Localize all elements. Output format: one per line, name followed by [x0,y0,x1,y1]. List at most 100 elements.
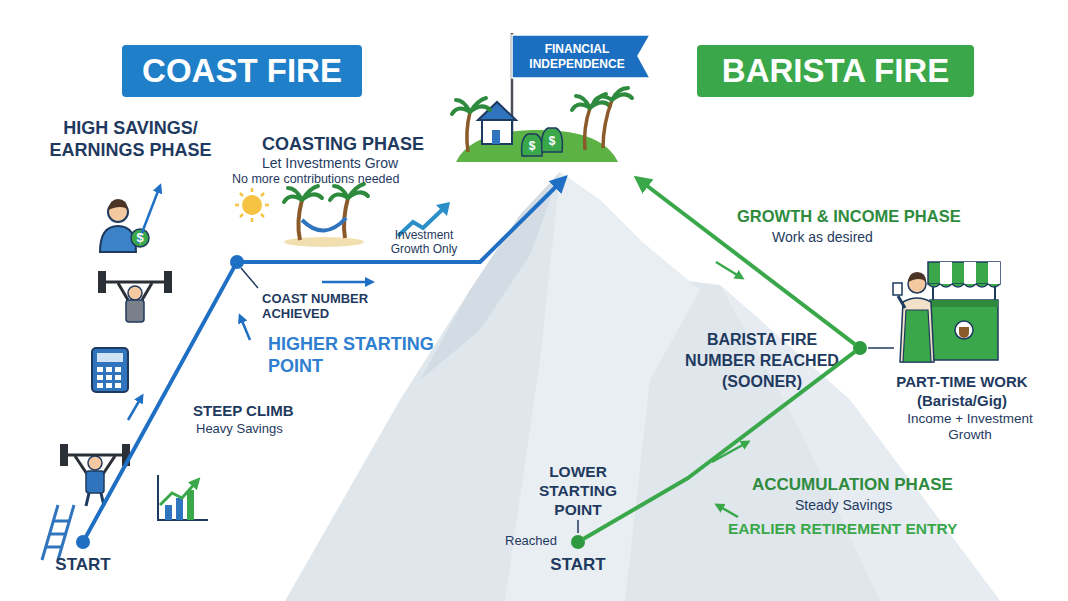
flag-text: FINANCIAL INDEPENDENCE [514,42,640,72]
barista-stand [959,327,969,338]
phase-heading: GROWTH & INCOME PHASE [737,206,1007,226]
path-connector [639,180,854,344]
direction-arrow [716,262,742,278]
start-note: LOWER STARTING POINT [528,462,628,519]
barista-stand [903,310,931,362]
summit-island [603,100,612,148]
weightlifter-icon [60,444,68,466]
title-badge: COAST FIRE [122,45,362,97]
weightlifter-icon [101,493,104,506]
weightlifter-icon [122,444,130,466]
badge-text: COAST FIRE [122,45,362,97]
barista-stand [898,296,905,308]
calculator-icon [92,348,128,392]
weightlifter-icon [60,444,130,506]
calculator-icon [97,367,103,372]
calculator-icon [106,375,112,380]
weightlifter-icon [88,456,102,470]
calculator-icon [97,353,123,362]
milestone-label: BARISTA FIRE NUMBER REACHED (SOONER) [681,329,843,392]
phase-heading: HIGH SAVINGS/ EARNINGS PHASE [38,117,223,161]
weightlifter-icon [118,283,128,300]
ladder-icon [54,520,70,523]
direction-arrow [128,396,142,420]
barista-stand [928,284,1000,287]
summit-island [522,134,543,156]
growth-chart-icon [176,498,183,520]
title-badge: BARISTA FIRE [697,45,974,97]
barista-stand [928,262,1000,284]
hammock-scene [242,195,262,215]
direction-arrow [717,505,738,517]
weightlifter-icon [98,271,172,322]
weightlifter-icon [75,456,87,474]
growth-chart-icon [160,480,198,505]
growth-chart-icon [165,505,172,520]
calculator-icon [115,375,121,380]
currency-symbol: $ [546,133,558,149]
milestone-dot: COAST NUMBER ACHIEVED [230,255,244,269]
path-connector [584,352,854,538]
path-connector [86,268,233,536]
barista-stand [932,286,934,300]
phase-note: Heavy Savings [196,421,326,437]
milestone-label: START [51,555,115,575]
phase-note: Steady Savings [795,497,945,514]
highlight-note: EARLIER RETIREMENT ENTRY [728,519,1018,538]
leader-line [241,268,258,288]
milestone-dot: START [76,535,90,549]
summit-island [585,108,590,150]
barista-stand [988,262,1000,284]
phase-heading: COASTING PHASE [262,133,452,155]
ladder-icon [50,533,66,536]
leader-line [577,520,579,533]
calculator-icon [92,348,128,392]
phase-note: Income + Investment Growth [890,411,1050,443]
weightlifter-icon [98,271,106,293]
weightlifter-icon [128,286,142,300]
start-note: Reached [505,533,575,549]
weightlifter-icon [142,283,152,300]
barista-stand [930,300,998,307]
growth-chart-icon [187,490,194,520]
currency-symbol: $ [526,138,538,154]
currency-symbol: $ [134,230,146,246]
weightlifter-icon [86,493,89,506]
calculator-icon [115,367,121,372]
milestone-dot: BARISTA FIRE NUMBER REACHED (SOONER) [853,341,867,355]
weightlifter-icon [98,281,172,284]
weightlifter-icon [164,271,172,293]
summit-island [492,130,500,144]
hammock-scene [302,218,346,231]
growth-chart-icon [158,475,208,520]
barista-stand [940,262,952,284]
weightlifter-icon [103,456,115,474]
hammock-scene [284,186,322,202]
phase-note: Investment Growth Only [378,228,470,256]
barista-stand [930,300,998,360]
weightlifter-icon [86,471,104,493]
leader-line [868,347,894,349]
hammock-scene [330,184,368,200]
highlight-note: HIGHER STARTING POINT [268,333,468,377]
calculator-icon [106,367,112,372]
summit-island [482,118,512,144]
phase-heading: STEEP CLIMB [193,402,323,420]
hammock-scene [284,237,364,247]
saver-icon [131,229,149,247]
saver-icon [108,199,128,210]
barista-stand [893,262,1000,362]
phase-note: Work as desired [772,229,922,246]
hammock-scene [235,184,368,247]
barista-stand [964,262,976,284]
calculator-icon [106,383,112,388]
calculator-icon [115,383,121,388]
direction-arrow [128,186,748,517]
summit-island [467,112,470,152]
summit-island [456,130,618,162]
saver-icon [100,199,149,252]
summit-goal: FINANCIAL INDEPENDENCE [470,30,660,180]
summit-island [542,128,563,152]
